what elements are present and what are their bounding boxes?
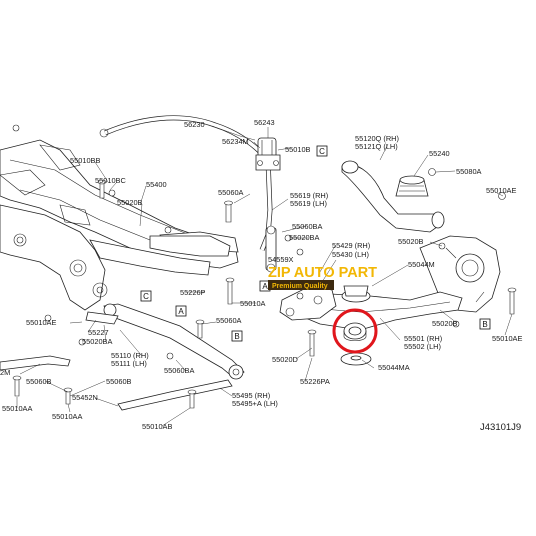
part-labels: 56230 56243 56234M 55010B 55120Q (RH) 55… bbox=[0, 118, 522, 431]
part-label-55020ba-left: 55020BA bbox=[82, 337, 112, 346]
section-marker-c-right: C bbox=[316, 145, 328, 157]
part-label-55060a-mid: 55060A bbox=[216, 316, 242, 325]
part-label-55226p: 55226P bbox=[180, 288, 206, 297]
part-label-55010ab: 55010AB bbox=[142, 422, 172, 431]
svg-text:A: A bbox=[178, 307, 184, 316]
part-label-55010aa-mid: 55010AA bbox=[52, 412, 82, 421]
part-label-55619-rh: 55619 (RH) bbox=[290, 191, 328, 200]
svg-text:C: C bbox=[319, 147, 325, 156]
part-label-55080a: 55080A bbox=[456, 167, 482, 176]
watermark-tag-bg bbox=[268, 280, 334, 290]
svg-text:A: A bbox=[262, 282, 268, 291]
part-label-55111: 55111 (LH) bbox=[111, 359, 147, 368]
part-label-55502: 55502 (LH) bbox=[404, 342, 441, 351]
diagram-code: J43101J9 bbox=[480, 422, 521, 433]
section-marker-c-left: C bbox=[140, 290, 152, 302]
upper-bushing bbox=[395, 175, 429, 197]
subframe-bracket bbox=[85, 235, 231, 325]
part-label-55010aa-left: 55010AA bbox=[2, 404, 32, 413]
part-label-55121q: 55121Q (LH) bbox=[355, 142, 398, 151]
part-label-56234m: 56234M bbox=[222, 137, 249, 146]
part-label-55495-rh: 55495 (RH) bbox=[232, 391, 270, 400]
part-label-55044m: 55044M bbox=[408, 260, 435, 269]
part-label-55060ba: 55060BA bbox=[292, 222, 322, 231]
watermark-tagline: Premium Quality bbox=[272, 283, 328, 290]
section-marker-b-right: B bbox=[479, 318, 491, 330]
part-label-55495a-lh: 55495+A (LH) bbox=[232, 399, 278, 408]
part-label-55020b-left: 55020B bbox=[117, 198, 143, 207]
part-label-55010b: 55010B bbox=[285, 145, 311, 154]
section-marker-b-left: B bbox=[231, 330, 243, 342]
part-label-55044ma: 55044MA bbox=[378, 363, 410, 372]
highlighted-bushing bbox=[343, 322, 367, 342]
stabilizer-bushing-clamp bbox=[255, 137, 281, 171]
part-label-55619-lh: 55619 (LH) bbox=[290, 199, 327, 208]
section-marker-a-top: A bbox=[175, 305, 187, 317]
watermark: ZIP AUTO PART Premium Quality bbox=[268, 265, 377, 290]
part-label-56243: 56243 bbox=[254, 118, 275, 127]
highlight-circle bbox=[332, 308, 378, 354]
part-label-55010ae-right: 55010AE bbox=[492, 334, 522, 343]
stabilizer-link bbox=[265, 225, 277, 273]
bolts bbox=[12, 124, 517, 409]
part-label-55060b-left: 55060B bbox=[26, 377, 52, 386]
section-markers: A B C A B C bbox=[140, 145, 491, 342]
part-label-55429: 55429 (RH) bbox=[332, 241, 370, 250]
part-label-55226pa: 55226PA bbox=[300, 377, 330, 386]
part-label-55430: 55430 (LH) bbox=[332, 250, 369, 259]
part-label-55110: 55110 (RH) bbox=[111, 351, 149, 360]
part-label-55060b-mid: 55060B bbox=[106, 377, 132, 386]
part-label-55010bb: 55010BB bbox=[70, 156, 100, 165]
part-label-55020ba-top: 55020BA bbox=[289, 233, 319, 242]
lateral-link bbox=[0, 355, 233, 411]
leader-lines bbox=[16, 125, 513, 427]
spring-seat bbox=[341, 285, 371, 303]
part-label-55060ba-lower: 55060BA bbox=[164, 366, 194, 375]
svg-text:B: B bbox=[482, 320, 487, 329]
part-label-2m: 2M bbox=[0, 368, 10, 377]
part-label-55227: 55227 bbox=[88, 328, 109, 337]
part-label-55010ae-top: 55010AE bbox=[486, 186, 516, 195]
suspension-subframe bbox=[0, 139, 239, 311]
part-label-56230: 56230 bbox=[184, 120, 205, 129]
part-label-55010a: 55010A bbox=[240, 299, 266, 308]
part-label-55452n: 55452N bbox=[72, 393, 98, 402]
svg-text:C: C bbox=[143, 292, 149, 301]
part-label-55020d: 55020D bbox=[272, 355, 298, 364]
part-label-55501: 55501 (RH) bbox=[404, 334, 442, 343]
upper-link-arm bbox=[341, 160, 445, 233]
watermark-brand: ZIP AUTO PART bbox=[268, 265, 377, 281]
part-label-55240: 55240 bbox=[429, 149, 450, 158]
part-label-55020b-right: 55020B bbox=[398, 237, 424, 246]
svg-text:B: B bbox=[234, 332, 239, 341]
part-label-55400: 55400 bbox=[146, 180, 167, 189]
trailing-arm bbox=[103, 303, 245, 380]
part-label-55010ae-left: 55010AE bbox=[26, 318, 56, 327]
part-label-55060a: 55060A bbox=[218, 188, 244, 197]
part-label-54559x: 54559X bbox=[268, 255, 294, 264]
part-label-55120q: 55120Q (RH) bbox=[355, 134, 399, 143]
part-label-55010bc: 55010BC bbox=[95, 176, 126, 185]
part-label-55020b-knuckle: 55020B bbox=[432, 319, 458, 328]
